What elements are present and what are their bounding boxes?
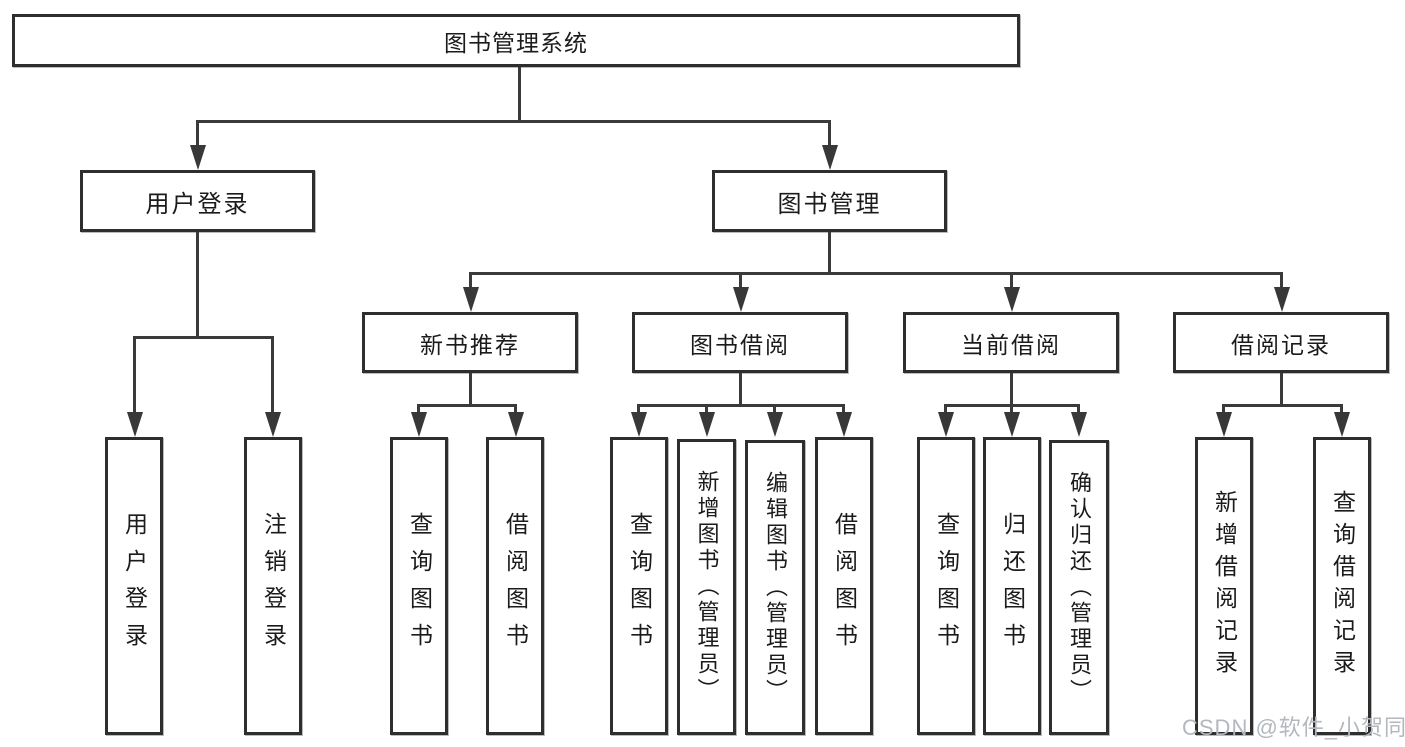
- connector-drop-current-borrow: [1010, 272, 1013, 289]
- leaf-query-borrow-record: 查询借阅记录: [1313, 437, 1371, 735]
- arrowhead: [836, 412, 852, 437]
- node-new-book-recommend: 新书推荐: [362, 312, 578, 373]
- leaf-borrow-books: 借阅图书: [815, 437, 873, 735]
- connector-user-login-bar: [133, 336, 274, 339]
- leaf-label: 确认归还（管理员）: [1067, 470, 1092, 705]
- node-current-borrow: 当前借阅: [903, 312, 1119, 373]
- connector-book-management-bar: [469, 272, 1283, 275]
- arrowhead: [938, 412, 954, 437]
- leaf-query-books-recommend: 查询图书: [390, 437, 448, 735]
- connector-root-stem: [518, 67, 521, 122]
- node-label: 当前借阅: [961, 331, 1061, 358]
- arrowhead: [631, 412, 647, 437]
- arrowhead: [1334, 412, 1350, 437]
- leaf-query-books-borrow: 查询图书: [610, 437, 668, 735]
- connector-book-management-stem: [828, 232, 831, 274]
- arrowhead: [699, 412, 715, 437]
- leaf-logout: 注销登录: [244, 437, 302, 735]
- node-book-management: 图书管理: [712, 170, 947, 232]
- node-label: 借阅记录: [1231, 331, 1331, 358]
- leaf-edit-books-admin: 编辑图书（管理员）: [745, 440, 805, 735]
- leaf-label: 新增借阅记录: [1211, 490, 1238, 682]
- leaf-add-books-admin: 新增图书（管理员）: [677, 439, 736, 735]
- arrowhead-leaf-login: [127, 412, 143, 437]
- connector-drop: [842, 404, 845, 414]
- connector-drop: [773, 404, 776, 414]
- node-label: 图书管理: [777, 190, 882, 218]
- leaf-label: 查询图书: [933, 512, 960, 660]
- leaf-add-borrow-record: 新增借阅记录: [1195, 437, 1253, 735]
- leaf-label: 查询借阅记录: [1329, 490, 1356, 682]
- arrowhead-user-login: [190, 145, 206, 170]
- connector-new-book-stem: [469, 373, 472, 406]
- connector-drop: [944, 404, 947, 414]
- arrowhead: [1216, 412, 1232, 437]
- connector-drop: [637, 404, 640, 414]
- connector-drop-book-management: [828, 120, 831, 147]
- node-borrow-records: 借阅记录: [1173, 312, 1389, 373]
- connector-borrow-records-stem: [1280, 373, 1283, 406]
- connector-book-borrow-stem: [739, 373, 742, 406]
- connector-drop: [1077, 404, 1080, 414]
- node-label: 新书推荐: [420, 331, 520, 358]
- connector-drop-leaf-logout: [271, 336, 274, 414]
- leaf-label: 用户登录: [121, 512, 148, 660]
- leaf-label: 借阅图书: [502, 512, 529, 660]
- connector-book-borrow-bar: [637, 404, 845, 407]
- arrowhead-new-book: [463, 287, 479, 312]
- node-label: 图书借阅: [690, 331, 790, 358]
- csdn-watermark: CSDN @软件_小贺同学: [1182, 715, 1405, 740]
- connector-drop-borrow-records: [1280, 272, 1283, 289]
- connector-new-book-bar: [417, 404, 517, 407]
- connector-drop: [1010, 404, 1013, 414]
- arrowhead-leaf-logout: [265, 412, 281, 437]
- connector-user-login-stem: [196, 232, 199, 338]
- connector-drop: [417, 404, 420, 414]
- leaf-label: 编辑图书（管理员）: [763, 470, 788, 705]
- arrowhead: [1071, 412, 1087, 437]
- node-label: 图书管理系统: [444, 29, 588, 56]
- node-user-login: 用户登录: [80, 170, 315, 232]
- arrowhead: [411, 412, 427, 437]
- leaf-label: 归还图书: [999, 512, 1026, 660]
- leaf-label: 新增图书（管理员）: [694, 470, 720, 704]
- connector-drop: [1340, 404, 1343, 414]
- connector-drop-leaf-login: [133, 336, 136, 414]
- connector-root-bar: [196, 120, 831, 123]
- leaf-borrow-books-recommend: 借阅图书: [486, 437, 544, 735]
- connector-current-borrow-stem: [1010, 373, 1013, 406]
- connector-drop: [1222, 404, 1225, 414]
- connector-borrow-records-bar: [1222, 404, 1343, 407]
- connector-drop-book-borrow: [739, 272, 742, 289]
- arrowhead: [767, 412, 783, 437]
- arrowhead-current-borrow: [1004, 287, 1020, 312]
- arrowhead: [1004, 412, 1020, 437]
- leaf-query-books-current: 查询图书: [917, 437, 975, 735]
- connector-drop: [514, 404, 517, 414]
- leaf-user-login: 用户登录: [105, 437, 163, 735]
- arrowhead-book-management: [822, 145, 838, 170]
- connector-drop-user-login: [196, 120, 199, 147]
- node-label: 用户登录: [145, 190, 250, 218]
- leaf-label: 借阅图书: [831, 512, 858, 660]
- arrowhead-book-borrow: [733, 287, 749, 312]
- connector-drop: [705, 404, 708, 414]
- node-root-library-management-system: 图书管理系统: [12, 14, 1020, 67]
- leaf-label: 查询图书: [406, 512, 433, 660]
- leaf-label: 注销登录: [260, 512, 287, 660]
- connector-drop-new-book: [469, 272, 472, 289]
- leaf-return-books: 归还图书: [983, 437, 1041, 735]
- leaf-label: 查询图书: [626, 512, 653, 660]
- leaf-confirm-return-admin: 确认归还（管理员）: [1049, 440, 1109, 735]
- arrowhead-borrow-records: [1274, 287, 1290, 312]
- arrowhead: [508, 412, 524, 437]
- node-book-borrow: 图书借阅: [632, 312, 848, 373]
